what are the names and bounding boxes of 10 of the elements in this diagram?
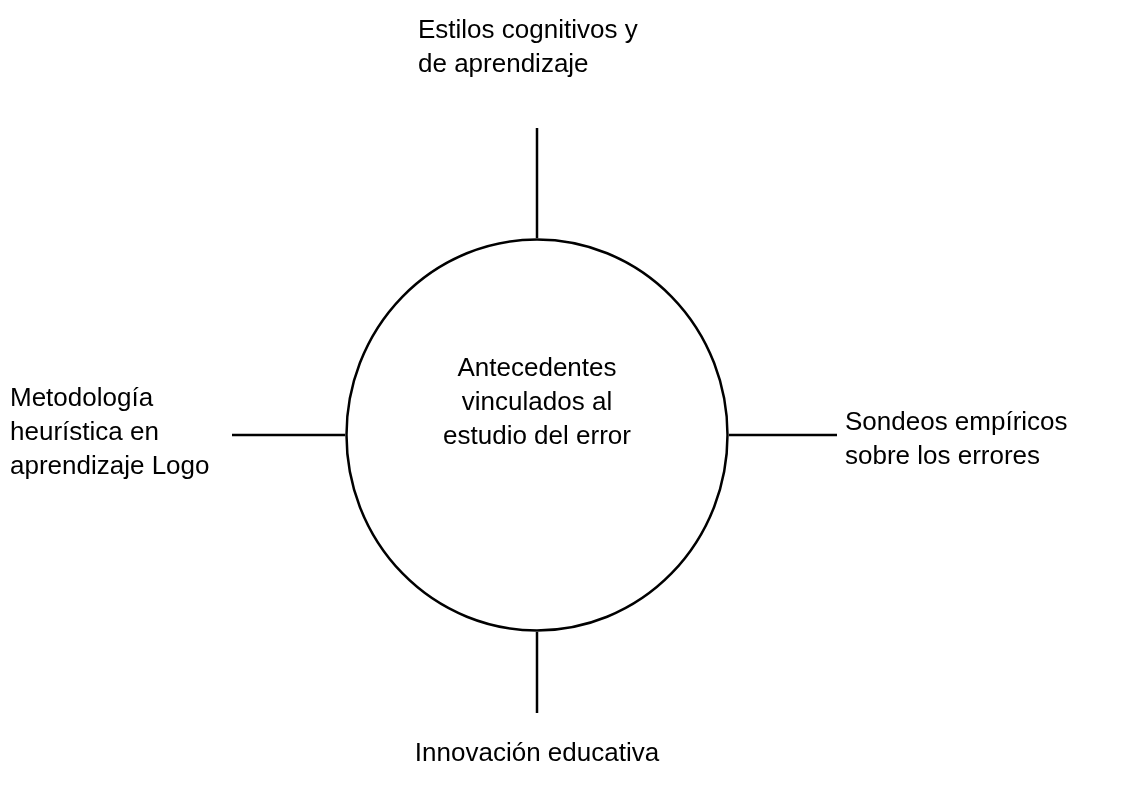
connector-line — [535, 632, 539, 713]
topic-circle — [345, 238, 729, 632]
topic-text: Antecedentes vinculados al estudio del error — [442, 351, 632, 452]
connector-line — [729, 433, 837, 437]
topic-label: Estilos cognitivos y de aprendizaje — [418, 12, 658, 122]
connector-line — [535, 128, 539, 238]
topic-label: Innovación educativa — [372, 735, 702, 775]
connector-line — [232, 433, 345, 437]
topic-label: Metodología heurística en aprendizaje Logo — [10, 380, 236, 490]
topic-label: Sondeos empíricos sobre los errores — [845, 404, 1130, 474]
